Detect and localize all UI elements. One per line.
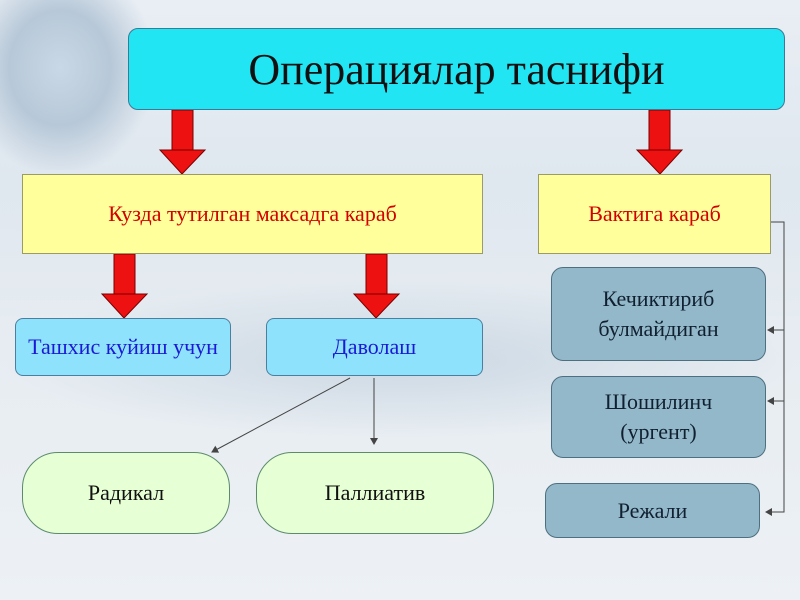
category-by-purpose: Кузда тутилган максадга караб: [22, 174, 483, 254]
diagram-title: Операциялар таснифи: [128, 28, 785, 110]
node-planned: Режали: [545, 483, 760, 538]
category-by-time-label: Вактига караб: [588, 201, 721, 226]
node-non-urgent: Кечиктириб булмайдиган: [551, 267, 766, 361]
node-radical-label: Радикал: [87, 480, 165, 505]
category-by-time: Вактига караб: [538, 174, 771, 254]
connector-treatment-to-radical: [211, 377, 351, 453]
diagram-title-text: Операциялар таснифи: [248, 44, 665, 94]
node-planned-label: Режали: [617, 497, 688, 523]
arrow-title-to-time: [635, 109, 684, 175]
arrow-purpose-to-treatment: [352, 253, 401, 319]
arrow-title-to-purpose: [158, 109, 207, 175]
category-by-purpose-label: Кузда тутилган максадга караб: [108, 201, 397, 226]
node-non-urgent-line1: Кечиктириб: [602, 286, 715, 312]
node-non-urgent-line2: булмайдиган: [598, 316, 719, 341]
arrow-purpose-to-diagnostic: [100, 253, 149, 319]
node-urgent-line2: (ургент): [620, 419, 697, 444]
node-palliative: Паллиатив: [256, 452, 494, 534]
node-treatment-label: Даволаш: [332, 334, 417, 359]
node-diagnostic: Ташхис куйиш учун: [15, 318, 231, 376]
node-urgent: Шошилинч (ургент): [551, 376, 766, 458]
node-palliative-label: Паллиатив: [324, 480, 426, 505]
connector-time-bracket: [765, 221, 785, 516]
node-urgent-line1: Шошилинч: [604, 389, 713, 415]
background-surgeon-photo: [0, 0, 150, 170]
node-radical: Радикал: [22, 452, 230, 534]
node-treatment: Даволаш: [266, 318, 483, 376]
node-diagnostic-label: Ташхис куйиш учун: [28, 334, 218, 359]
